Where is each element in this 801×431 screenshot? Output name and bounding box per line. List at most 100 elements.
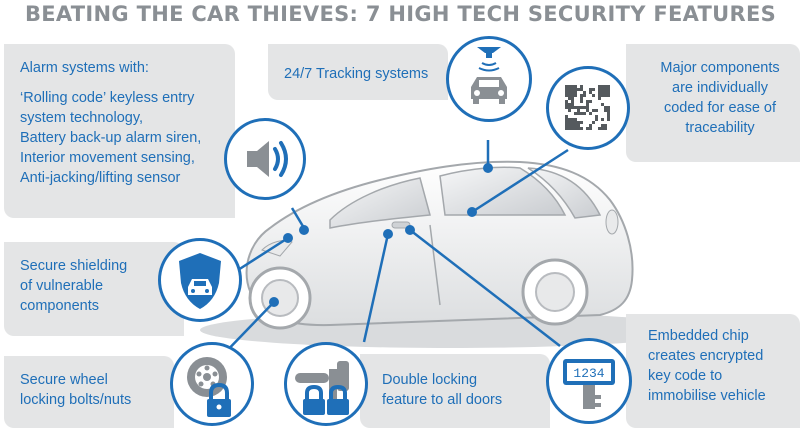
qr-module: [580, 121, 583, 124]
qr-module: [586, 127, 589, 130]
qr-module: [571, 94, 574, 97]
qr-module: [589, 88, 592, 91]
qr-module: [598, 97, 601, 100]
qr-module: [592, 109, 595, 112]
qr-module: [571, 106, 574, 109]
components-line: coded for ease of: [663, 100, 777, 116]
wheel-line: Secure wheel: [20, 372, 108, 388]
qr-module: [565, 127, 568, 130]
qr-module: [565, 118, 568, 121]
qr-module: [574, 91, 577, 94]
qr-module: [574, 118, 577, 121]
qr-module: [568, 121, 571, 124]
qr-module: [601, 85, 604, 88]
wheel-feature-box: Secure wheel locking bolts/nuts: [4, 356, 174, 428]
qr-module: [568, 97, 571, 100]
chip-key-icon: 1234: [546, 338, 632, 424]
chip-line: immobilise vehicle: [648, 388, 766, 404]
components-line: Major components: [660, 60, 780, 76]
qr-module: [577, 109, 580, 112]
qr-module: [586, 109, 589, 112]
qr-module: [589, 124, 592, 127]
chip-line: creates encrypted: [648, 348, 764, 364]
qr-module: [574, 88, 577, 91]
qr-module: [598, 127, 601, 130]
qr-module: [607, 91, 610, 94]
qr-module: [601, 88, 604, 91]
qr-module: [604, 127, 607, 130]
doors-line: feature to all doors: [382, 392, 503, 408]
windshield: [329, 177, 431, 229]
chip-line: Embedded chip: [648, 328, 749, 344]
components-line: are individually: [672, 80, 768, 96]
qr-module: [565, 85, 568, 88]
qr-module: [604, 91, 607, 94]
qr-module: [571, 91, 574, 94]
qr-module: [574, 85, 577, 88]
qr-module: [565, 94, 568, 97]
qr-module: [595, 109, 598, 112]
qr-module: [571, 103, 574, 106]
qr-module: [583, 106, 586, 109]
chip-line: key code to: [648, 368, 723, 384]
qr-module: [577, 106, 580, 109]
qr-module: [571, 97, 574, 100]
qr-module: [568, 127, 571, 130]
qr-module: [577, 112, 580, 115]
rear-wheel: [521, 258, 589, 326]
qr-module: [568, 91, 571, 94]
qr-module: [574, 121, 577, 124]
qr-module: [568, 118, 571, 121]
qr-module: [574, 112, 577, 115]
tracking-feature-box: 24/7 Tracking systems: [268, 44, 448, 100]
qr-module: [604, 124, 607, 127]
qr-module: [568, 85, 571, 88]
qr-module: [571, 100, 574, 103]
alarm-line: Interior movement sensing,: [20, 150, 195, 166]
qr-module: [580, 97, 583, 100]
alarm-line: Battery back-up alarm siren,: [20, 130, 202, 146]
qr-module: [565, 100, 568, 103]
chip-feature-box: Embedded chip creates encrypted key code…: [626, 314, 800, 428]
qr-module: [589, 127, 592, 130]
alarm-heading: Alarm systems with:: [20, 60, 149, 76]
qr-module: [604, 94, 607, 97]
qr-module: [565, 91, 568, 94]
qr-module: [577, 88, 580, 91]
qr-module: [607, 118, 610, 121]
qr-module: [571, 127, 574, 130]
qr-module: [565, 115, 568, 118]
rear-window: [527, 167, 602, 219]
shielding-line: Secure shielding: [20, 258, 128, 274]
qr-module: [592, 94, 595, 97]
wheel-line: locking bolts/nuts: [20, 392, 132, 408]
double-padlock-icon: [284, 342, 368, 426]
qr-module: [601, 127, 604, 130]
qr-module: [580, 100, 583, 103]
qr-module: [586, 100, 589, 103]
qr-module: [601, 91, 604, 94]
qr-module: [583, 94, 586, 97]
qr-module: [571, 85, 574, 88]
qr-module: [568, 103, 571, 106]
qr-module: [574, 124, 577, 127]
chip-code-text: 1234: [573, 366, 604, 381]
qr-module: [568, 109, 571, 112]
qr-module: [568, 88, 571, 91]
alarm-line: ‘Rolling code’ keyless entry: [20, 90, 195, 106]
connector-dots: [269, 163, 493, 307]
qr-module: [571, 124, 574, 127]
qr-module: [583, 91, 586, 94]
qr-module: [607, 115, 610, 118]
qr-module: [607, 109, 610, 112]
qr-module: [565, 124, 568, 127]
qr-module: [574, 106, 577, 109]
tracking-text: 24/7 Tracking systems: [284, 66, 429, 82]
qr-module: [580, 88, 583, 91]
qr-module: [583, 112, 586, 115]
shielding-line: components: [20, 298, 99, 314]
shield-car-icon: [158, 238, 242, 322]
qr-module: [565, 88, 568, 91]
qr-module: [571, 121, 574, 124]
